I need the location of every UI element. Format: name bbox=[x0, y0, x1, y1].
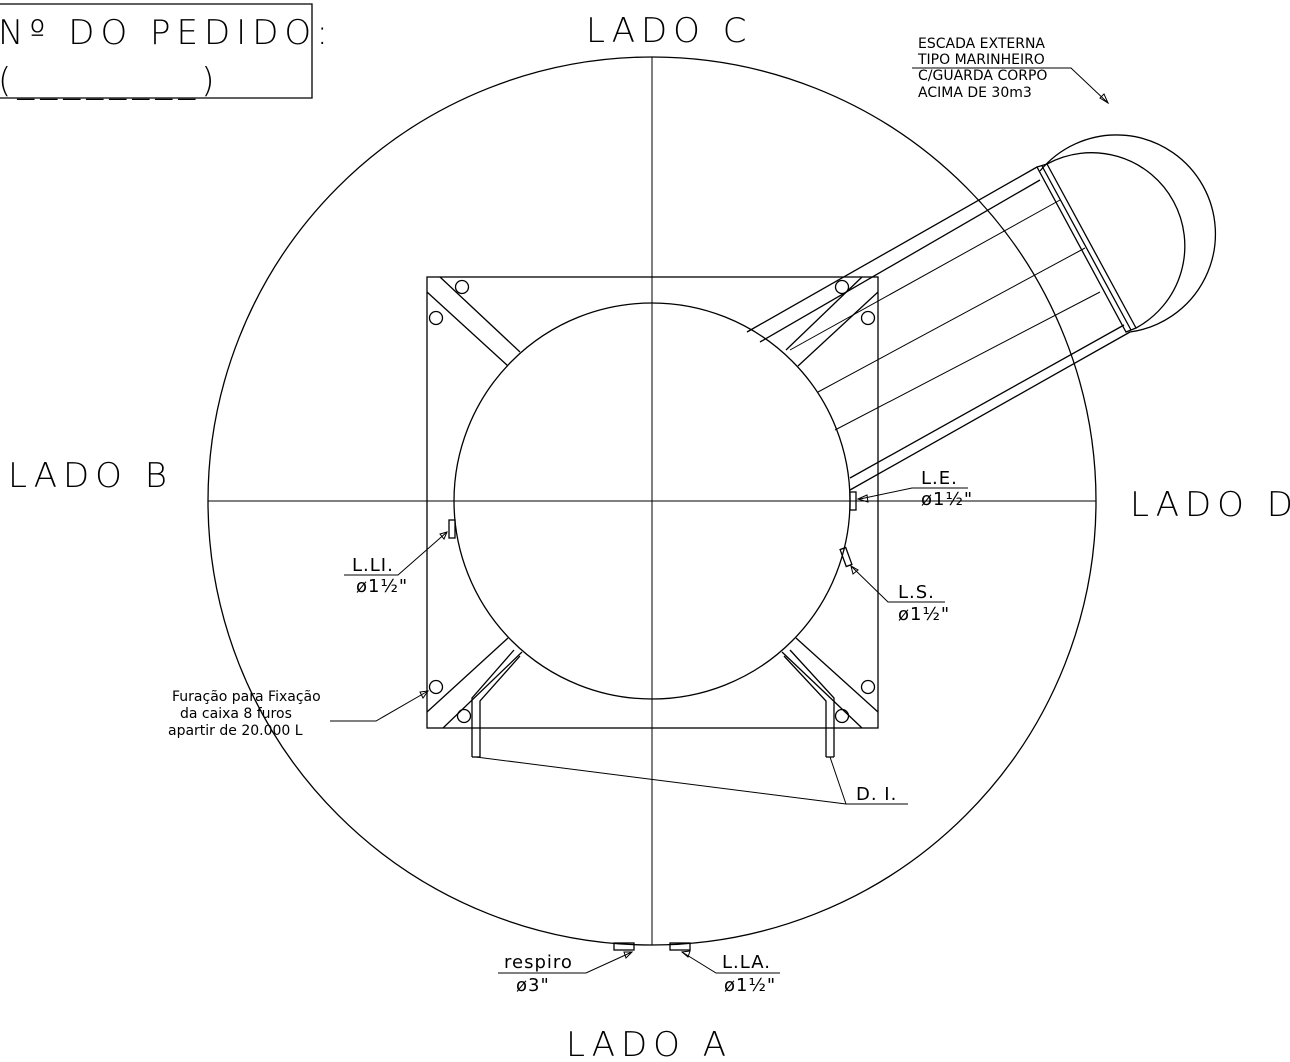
fitting-lla-label: L.LA. bbox=[722, 952, 771, 973]
fitting-respiro-size: ø3" bbox=[516, 975, 550, 996]
fixing-note-line2: da caixa 8 furos bbox=[180, 706, 292, 722]
fitting-ll-label: L.LI. bbox=[352, 555, 394, 576]
side-b-label: LADO B bbox=[8, 456, 173, 496]
fitting-lla: L.LA. ø1½" bbox=[669, 942, 780, 996]
side-c-label: LADO C bbox=[586, 11, 752, 51]
fixing-holes bbox=[428, 279, 876, 724]
fitting-ls: L.S. ø1½" bbox=[839, 546, 950, 625]
fitting-di-label: D. I. bbox=[856, 784, 897, 805]
fitting-respiro: respiro ø3" bbox=[498, 942, 635, 996]
fitting-le-label: L.E. bbox=[921, 468, 958, 489]
fitting-di: D. I. bbox=[475, 756, 908, 805]
external-ladder bbox=[746, 134, 1217, 491]
side-d-label: LADO D bbox=[1130, 485, 1290, 525]
fitting-le: L.E. ø1½" bbox=[849, 468, 973, 511]
fixing-note: Furação para Fixação da caixa 8 furos ap… bbox=[168, 689, 430, 739]
order-number-blank: (________) bbox=[0, 61, 221, 101]
fitting-lla-size: ø1½" bbox=[724, 975, 776, 996]
ladder-note-line4: ACIMA DE 30m3 bbox=[918, 85, 1032, 101]
side-a-label: LADO A bbox=[566, 1025, 732, 1062]
ladder-note-line3: C/GUARDA CORPO bbox=[918, 68, 1047, 84]
fitting-ls-size: ø1½" bbox=[898, 604, 950, 625]
fitting-ll-size: ø1½" bbox=[356, 576, 408, 597]
fitting-respiro-label: respiro bbox=[504, 952, 573, 973]
ladder-note-line1: ESCADA EXTERNA bbox=[918, 36, 1045, 52]
fitting-le-size: ø1½" bbox=[921, 489, 973, 510]
order-number-box: Nº DO PEDIDO: (________) bbox=[0, 3, 334, 101]
fixing-note-line3: apartir de 20.000 L bbox=[168, 723, 303, 739]
internal-drain-supports bbox=[471, 649, 835, 758]
base-plate-square bbox=[426, 276, 879, 729]
ladder-note: ESCADA EXTERNA TIPO MARINHEIRO C/GUARDA … bbox=[912, 36, 1110, 105]
fitting-ls-label: L.S. bbox=[898, 582, 935, 603]
fixing-note-line1: Furação para Fixação bbox=[172, 689, 321, 705]
order-number-title: Nº DO PEDIDO: bbox=[0, 13, 334, 53]
ladder-note-line2: TIPO MARINHEIRO bbox=[917, 52, 1045, 68]
fitting-ll: L.LI. ø1½" bbox=[344, 519, 456, 597]
